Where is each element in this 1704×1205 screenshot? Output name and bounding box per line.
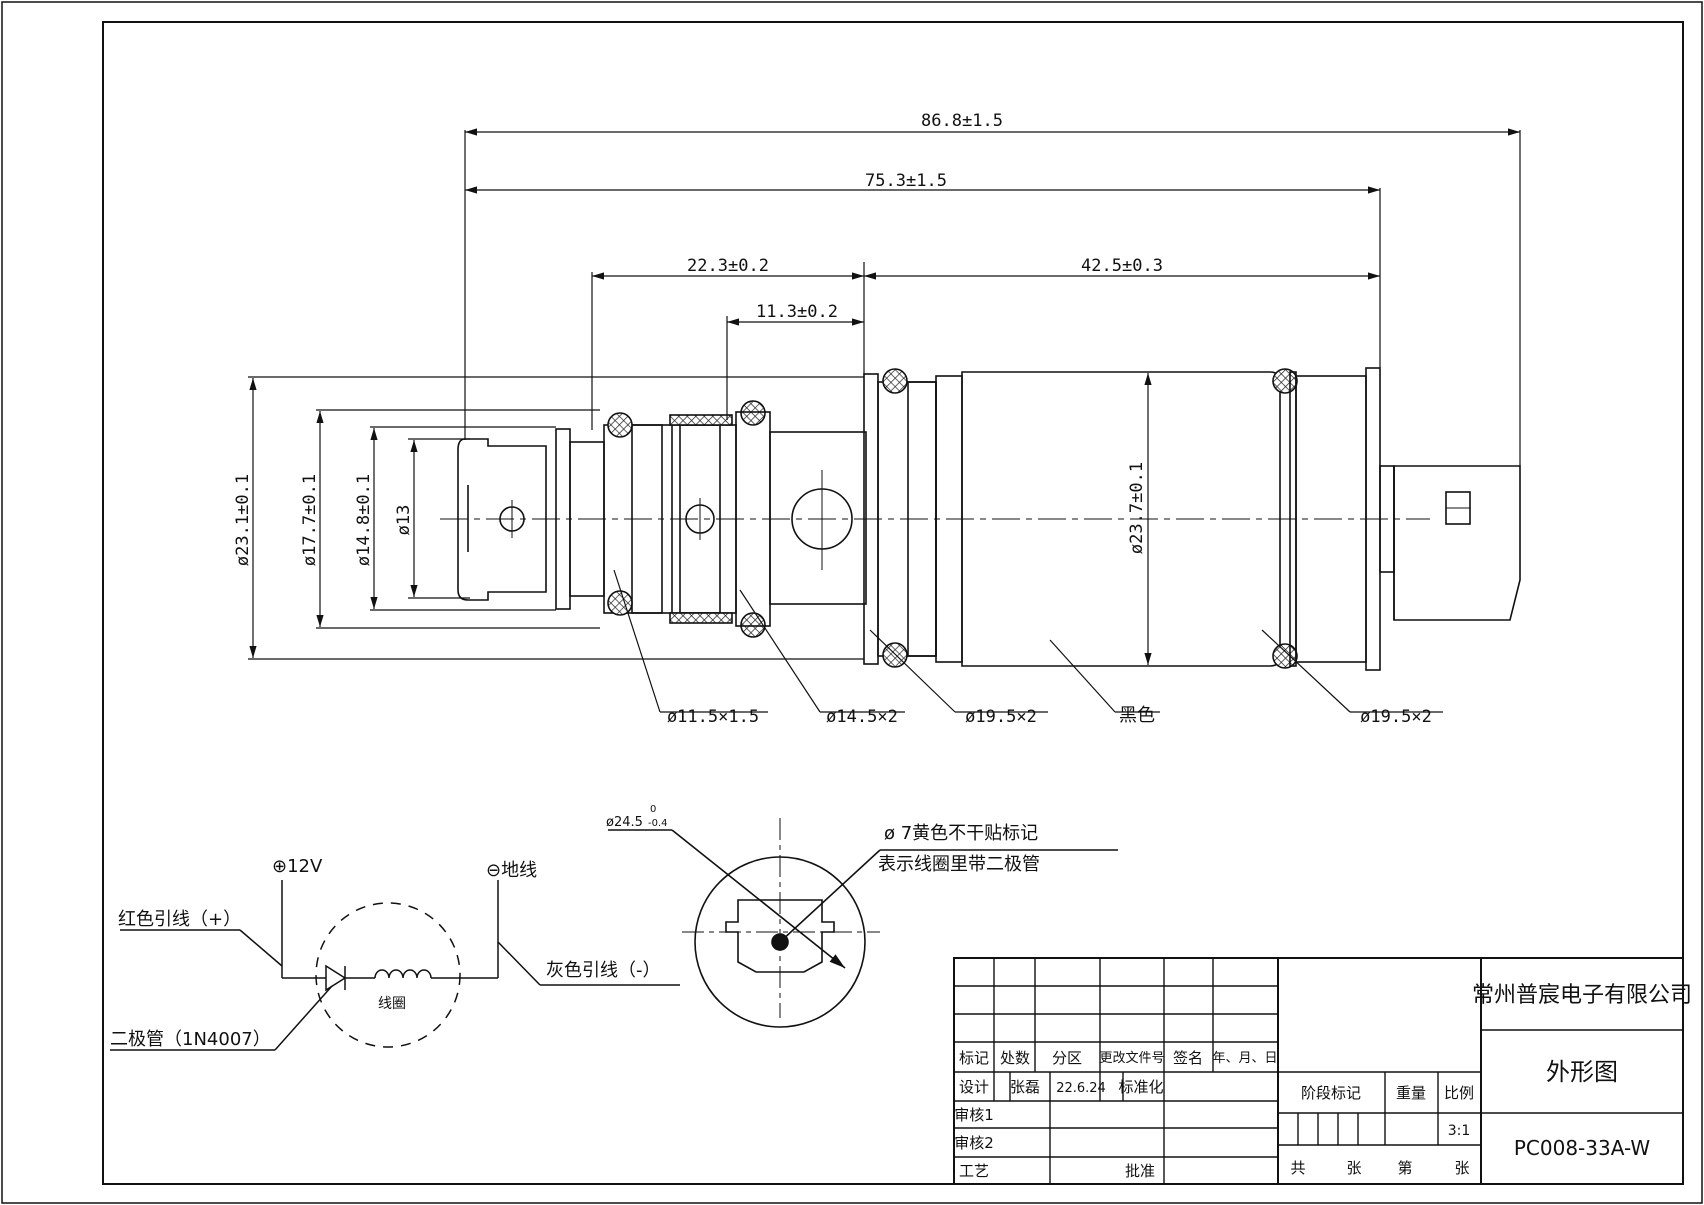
dim-o-ring-spacing: 11.3±0.2	[756, 302, 838, 322]
tb-header-date: 年、月、日	[1212, 1051, 1277, 1066]
tb-process: 工艺	[959, 1162, 989, 1180]
tb-standardization: 标准化	[1118, 1078, 1163, 1096]
circuit-red-lead: 红色引线（+）	[118, 909, 241, 930]
tb-sheets-2: 张	[1454, 1159, 1469, 1177]
title-block	[953, 957, 1684, 1185]
end-view-note-2: 表示线圈里带二极管	[878, 854, 1040, 875]
dim-rear-section: 42.5±0.3	[1081, 256, 1163, 276]
dim-front-section: 22.3±0.2	[687, 256, 769, 276]
tb-approve: 批准	[1125, 1162, 1155, 1180]
tb-review-2: 审核2	[954, 1134, 994, 1152]
circuit-diode: 二极管（1N4007）	[110, 1029, 271, 1050]
tb-header-count: 处数	[1000, 1049, 1030, 1067]
callout-color-black: 黑色	[1119, 705, 1155, 726]
end-view-tol-upper: 0	[650, 804, 656, 815]
tb-stage-mark: 阶段标记	[1301, 1084, 1361, 1102]
end-view-diameter: ø24.5	[606, 815, 643, 830]
vertical-dimensions	[248, 373, 1152, 665]
sheet-border-inner	[102, 21, 1684, 1185]
tb-company: 常州普宸电子有限公司	[1472, 983, 1692, 1008]
horizontal-dimensions	[464, 128, 1521, 466]
circuit-coil: 线圈	[378, 996, 406, 1012]
dim-dia-body: ø23.7±0.1	[1127, 462, 1147, 554]
valve-side-view	[440, 367, 1521, 671]
tb-scale-label: 比例	[1444, 1084, 1474, 1102]
tb-review-1: 审核1	[954, 1106, 994, 1124]
circuit-neg-terminal: ⊖地线	[486, 860, 537, 881]
tb-drawing-title: 外形图	[1546, 1058, 1618, 1086]
tb-total: 共	[1290, 1159, 1305, 1177]
dim-dia-17: ø17.7±0.1	[300, 474, 320, 566]
end-view	[608, 818, 1118, 1028]
tb-sheet-no: 第	[1397, 1159, 1412, 1177]
callout-oring-2: ø14.5×2	[826, 707, 898, 727]
dim-overall-length: 86.8±1.5	[921, 111, 1003, 131]
tb-sheets: 张	[1346, 1159, 1361, 1177]
tb-design-date: 22.6.24	[1056, 1081, 1106, 1096]
tb-design-label: 设计	[959, 1078, 989, 1096]
dim-dia-13: ø13	[394, 505, 414, 536]
tb-designer: 张磊	[1010, 1078, 1040, 1096]
tb-header-change: 更改文件号	[1099, 1051, 1164, 1066]
tb-header-sign: 签名	[1173, 1049, 1203, 1067]
callout-oring-4: ø19.5×2	[1360, 707, 1432, 727]
dim-body-length: 75.3±1.5	[865, 171, 947, 191]
tb-scale: 3:1	[1448, 1123, 1471, 1139]
tb-weight: 重量	[1396, 1084, 1426, 1102]
end-view-note-1: ø 7黄色不干贴标记	[884, 823, 1038, 844]
callout-oring-1: ø11.5×1.5	[667, 707, 759, 727]
tb-drawing-number: PC008-33A-W	[1514, 1136, 1651, 1160]
end-view-tol-lower: -0.4	[648, 818, 668, 829]
dim-dia-outer: ø23.1±0.1	[233, 474, 253, 566]
dim-dia-14: ø14.8±0.1	[354, 474, 374, 566]
tb-header-zone: 分区	[1052, 1049, 1082, 1067]
circuit-diagram	[110, 880, 680, 1051]
circuit-grey-lead: 灰色引线（-）	[546, 960, 661, 981]
tb-header-mark: 标记	[959, 1049, 989, 1067]
callout-oring-3: ø19.5×2	[965, 707, 1037, 727]
circuit-pos-terminal: ⊕12V	[272, 856, 323, 877]
callout-leaders	[613, 569, 1443, 713]
